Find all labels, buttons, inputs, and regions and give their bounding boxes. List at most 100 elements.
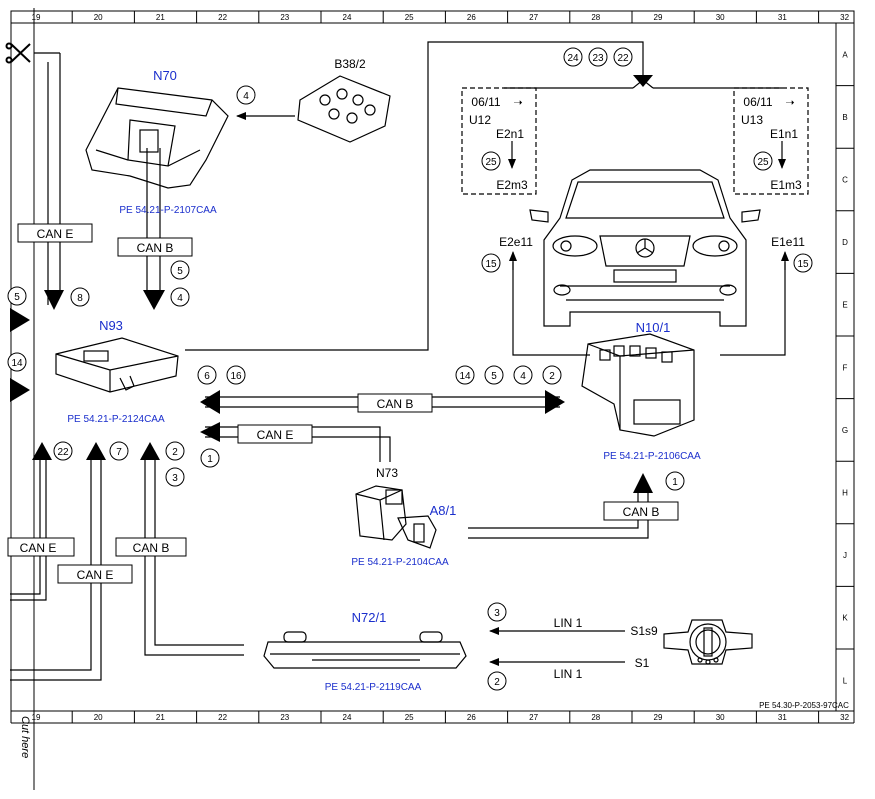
bus-label-can-e: CAN E [37,227,74,241]
connector-marker-c23: 23 [588,47,608,67]
connector-marker-c22_b: 22 [53,441,73,461]
column-label: 19 [32,13,41,22]
light-switch-s1 [663,619,753,665]
bus-label-can-e: CAN E [20,541,57,555]
connector-number: 7 [116,447,122,458]
u13-to: E1m3 [770,178,802,192]
connector-number: 15 [485,259,497,270]
s1s9-label: S1s9 [630,624,658,638]
bus-label-can-b: CAN B [623,505,660,519]
connector-number: 14 [459,371,471,382]
column-label: 21 [156,713,165,722]
column-label: 28 [591,13,600,22]
document-id: PE 54.30-P-2053-97CAC [759,701,849,710]
row-label: H [842,489,848,498]
wires [10,41,789,681]
column-label: 31 [778,713,787,722]
column-label: 30 [716,713,725,722]
connector-marker-c2_b: 2 [165,441,185,461]
column-label: 25 [405,713,414,722]
n73-label: N73 [376,466,398,480]
bus-label-can-e: CAN E [77,568,114,582]
n73-ignition-switch [355,485,437,549]
bus-label-can-e: CAN E [257,428,294,442]
e2e11-label: E2e11 [499,235,533,249]
connector-number: 5 [14,292,20,303]
bus-label-lin-1: LIN 1 [554,667,583,681]
n93-label: N93 [99,318,123,333]
connector-number: 8 [77,293,83,304]
connector-number: 23 [592,53,604,64]
bus-label-can-b: CAN B [377,397,414,411]
connector-number: 5 [491,371,497,382]
connector-number: 24 [567,53,579,64]
connector-marker-c24: 24 [563,47,583,67]
connector-marker-c7_b: 7 [109,441,129,461]
connector-number: 15 [797,259,809,270]
connector-marker-c16: 16 [226,365,246,385]
column-label: 20 [94,713,103,722]
connector-marker-c15_l: 15 [481,253,501,273]
connector-marker-c1_cane: 1 [200,448,220,468]
connector-number: 4 [177,293,183,304]
connector-marker-c4_r: 4 [513,365,533,385]
drawing-frame [10,8,855,790]
connector-marker-c14_r: 14 [455,365,475,385]
cut-here-label: Cut here [19,716,31,758]
n70-ref: PE 54.21-P-2107CAA [119,205,217,216]
a8-1-ref: PE 54.21-P-2104CAA [351,557,449,568]
n72-1-control-panel [263,631,467,669]
bus-label-can-b: CAN B [133,541,170,555]
big-arrows [10,75,653,493]
n10-1-ref: PE 54.21-P-2106CAA [603,451,701,462]
n72-1-ref: PE 54.21-P-2119CAA [325,682,422,693]
row-label: J [843,551,847,560]
column-label: 23 [280,713,289,722]
connector-number: 4 [243,91,249,102]
u12-from: E2n1 [496,127,524,141]
connector-marker-c4_b38: 4 [236,85,256,105]
connector-number: 2 [549,371,555,382]
connector-number: 25 [485,157,497,168]
n72-1-label: N72/1 [352,610,387,625]
connector-number: 3 [494,608,500,619]
n70-label: N70 [153,68,177,83]
b38-2-sensor [297,75,391,143]
e1e11-label: E1e11 [771,235,805,249]
column-label: 32 [840,13,849,22]
column-ruler: 1919202021212222232324242525262627272828… [32,11,850,723]
column-label: 32 [840,713,849,722]
row-label: F [843,363,848,372]
column-label: 27 [529,13,538,22]
connector-marker-c15_r: 15 [793,253,813,273]
connector-marker-c5_r: 5 [484,365,504,385]
connector-marker-c2_lin: 2 [487,671,507,691]
n10-1-module [581,333,695,437]
connector-marker-c5_canb: 5 [170,260,190,280]
connector-marker-c8_left: 8 [70,287,90,307]
connector-number: 6 [204,371,210,382]
connector-number: 3 [172,473,178,484]
bus-label-can-b: CAN B [137,241,174,255]
row-label: L [843,676,848,685]
bus-label-boxes [7,223,679,584]
connector-number: 1 [672,477,678,488]
u12-to: E2m3 [496,178,528,192]
column-label: 30 [716,13,725,22]
column-label: 21 [156,13,165,22]
column-label: 31 [778,13,787,22]
row-label: D [842,238,848,247]
u12-date: 06/11 [471,95,500,109]
column-label: 24 [343,13,352,22]
connector-marker-c3_lin: 3 [487,602,507,622]
connector-marker-c3_b: 3 [165,467,185,487]
column-label: 29 [654,713,663,722]
connector-marker-c2_r: 2 [542,365,562,385]
n70-overhead-module [85,87,229,189]
a8-1-label: A8/1 [430,503,457,518]
column-label: 27 [529,713,538,722]
u12-code: U12 [469,113,491,127]
row-label: G [842,426,848,435]
